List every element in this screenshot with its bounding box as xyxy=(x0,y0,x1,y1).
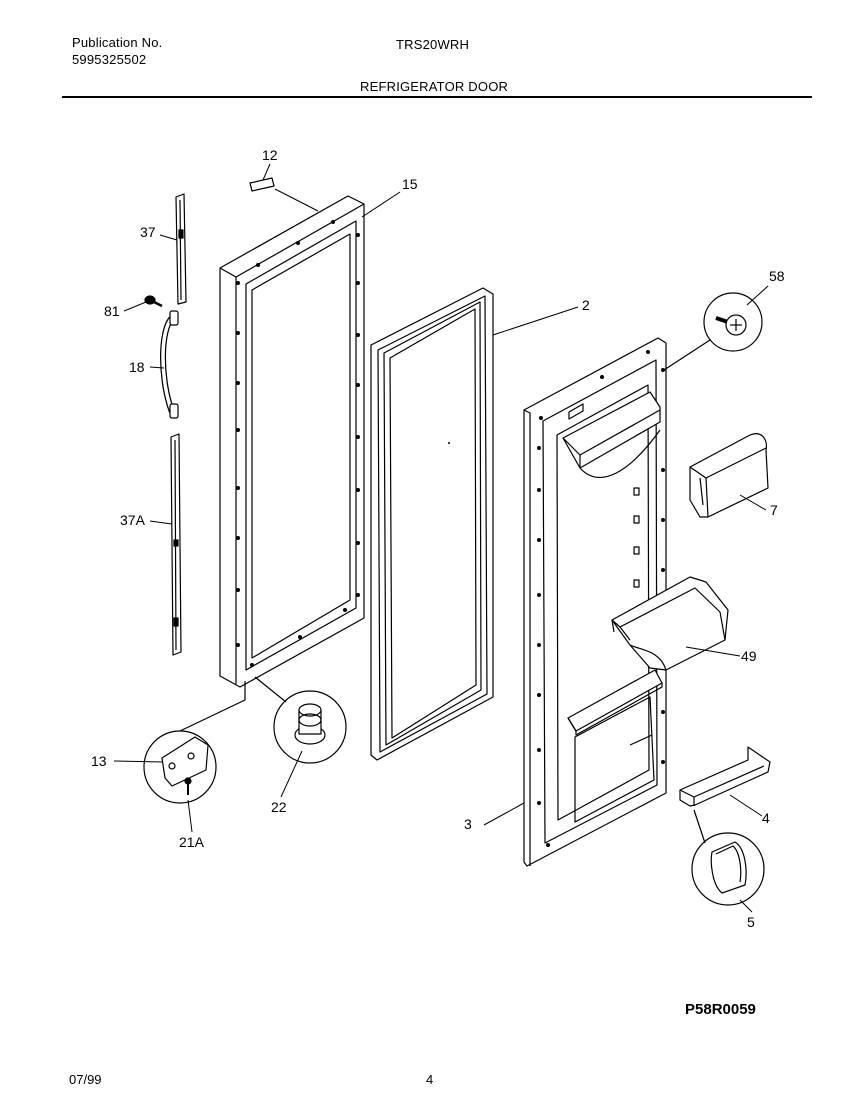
callout-21A: 21A xyxy=(179,834,205,850)
part-37A-handle-trim-lower xyxy=(170,433,182,656)
callout-37A: 37A xyxy=(120,512,146,528)
part-3-door-liner xyxy=(523,337,667,867)
model-number: TRS20WRH xyxy=(396,37,470,52)
part-4-bin-retainer xyxy=(679,746,771,807)
part-18-handle xyxy=(160,310,179,419)
part-37-handle-trim-upper xyxy=(175,193,187,305)
footer-date: 07/99 xyxy=(69,1072,102,1087)
callout-37: 37 xyxy=(140,224,156,240)
part-58-screw-detail xyxy=(663,292,763,371)
diagram-code: P58R0059 xyxy=(685,1001,756,1018)
callout-4: 4 xyxy=(762,810,770,826)
part-49-door-bin xyxy=(611,576,729,671)
callout-12: 12 xyxy=(262,147,278,163)
publication-label: Publication No. xyxy=(72,35,163,50)
callout-58: 58 xyxy=(769,268,785,284)
part-15-door-frame xyxy=(219,195,365,688)
callout-22: 22 xyxy=(271,799,287,815)
callout-15: 15 xyxy=(402,176,418,192)
header-rule xyxy=(62,96,812,98)
publication-number: 5995325502 xyxy=(72,52,147,67)
callout-5: 5 xyxy=(747,914,755,930)
callout-49: 49 xyxy=(741,648,757,664)
callout-13: 13 xyxy=(91,753,107,769)
part-5-pad-detail xyxy=(691,809,765,906)
part-7-dairy-door xyxy=(689,433,769,518)
page-number: 4 xyxy=(426,1072,434,1087)
part-2-gasket xyxy=(370,287,494,761)
callout-labels: 12 15 37 81 18 37A 2 58 7 49 13 22 21A 3… xyxy=(91,147,785,930)
callout-7: 7 xyxy=(770,502,778,518)
section-title: REFRIGERATOR DOOR xyxy=(360,79,509,94)
callout-18: 18 xyxy=(129,359,145,375)
leader-lines xyxy=(113,163,769,913)
callout-3: 3 xyxy=(464,816,472,832)
part-22-bushing-detail xyxy=(254,676,347,764)
callout-2: 2 xyxy=(582,297,590,313)
part-13-hinge-detail xyxy=(143,681,246,804)
callout-81: 81 xyxy=(104,303,120,319)
part-12-pad xyxy=(249,177,275,192)
part-81-screw xyxy=(144,295,163,308)
